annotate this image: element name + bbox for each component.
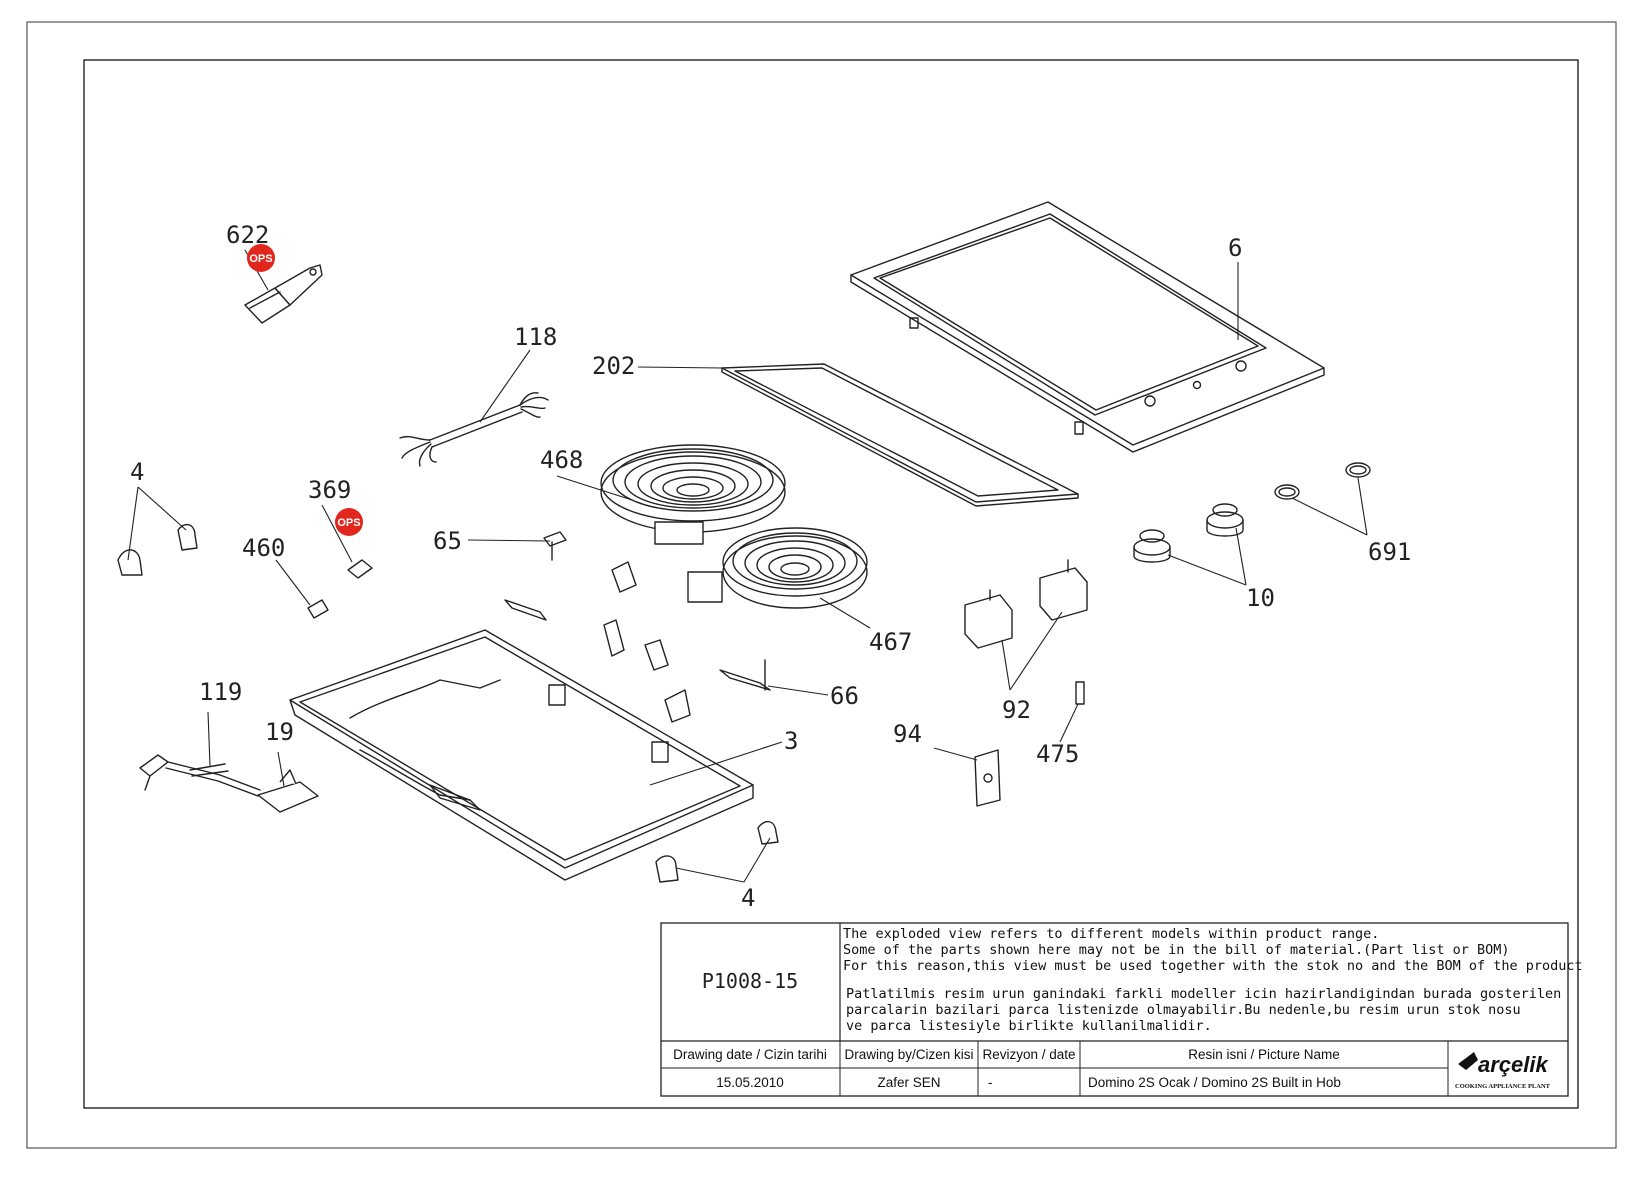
ops-badge-369: OPS: [335, 508, 363, 536]
notice-tr-line-1: Patlatilmis resim urun ganindaki farkli …: [846, 986, 1561, 1002]
radiant-heater-small: [687, 527, 868, 609]
label-6: 6: [1228, 234, 1242, 262]
notice-en-line-1: The exploded view refers to different mo…: [843, 926, 1379, 942]
arcelik-logo: arçelik COOKING APPLIANCE PLANT: [1455, 1052, 1551, 1090]
label-19: 19: [265, 718, 294, 746]
leader-lines: [127, 249, 1368, 883]
header-drawing-by: Drawing by/Cizen kisi: [844, 1047, 973, 1062]
clip-left-top: [177, 523, 198, 551]
label-467: 467: [869, 628, 912, 656]
logo-mark-icon: [1458, 1052, 1478, 1070]
header-picture-name: Resin isni / Picture Name: [1188, 1047, 1340, 1062]
clip-left-bottom: [117, 549, 143, 576]
ops-badge-622: OPS: [247, 244, 275, 272]
label-66: 66: [830, 682, 859, 710]
inner-frame: [83, 59, 1579, 1109]
label-202: 202: [592, 352, 635, 380]
label-10: 10: [1246, 584, 1275, 612]
control-knob-right: [1206, 503, 1244, 537]
notice-en-line-3: For this reason,this view must be used t…: [843, 958, 1583, 974]
label-65: 65: [433, 527, 462, 555]
radiant-heater-large: [600, 444, 786, 545]
clip-right-bottom: [655, 855, 679, 883]
bracket-65: [543, 531, 567, 561]
title-block: P1008-15 The exploded view refers to dif…: [660, 922, 1583, 1097]
gasket-frame: [721, 363, 1079, 507]
energy-regulator-right: [1039, 559, 1088, 621]
control-knob-left: [1133, 529, 1171, 563]
notice-en-line-2: Some of the parts shown here may not be …: [843, 942, 1509, 958]
header-revision: Revizyon / date: [982, 1047, 1075, 1062]
svg-text:OPS: OPS: [337, 517, 360, 529]
power-cord: [139, 754, 261, 797]
knob-ring-right: [1345, 462, 1371, 478]
label-691: 691: [1368, 538, 1411, 566]
clip-right-top: [757, 821, 779, 845]
label-92: 92: [1002, 696, 1031, 724]
label-468: 468: [540, 446, 583, 474]
label-3: 3: [784, 727, 798, 755]
bottom-tray: [289, 629, 754, 881]
notice-tr-line-2: parcalarin bazilari parca listenizde olm…: [846, 1002, 1521, 1018]
label-4-bottom: 4: [741, 884, 755, 912]
terminal-block: [257, 769, 319, 813]
value-drawing-date: 15.05.2010: [716, 1075, 784, 1090]
value-revision: -: [988, 1075, 993, 1090]
label-475: 475: [1036, 740, 1079, 768]
label-4-top: 4: [130, 458, 144, 486]
mounting-plate: [974, 749, 1001, 807]
label-94: 94: [893, 720, 922, 748]
heater-brackets: [504, 561, 691, 723]
label-460: 460: [242, 534, 285, 562]
svg-text:OPS: OPS: [249, 253, 272, 265]
scraper-tool: [244, 264, 323, 324]
bracket-66: [719, 659, 771, 691]
clip-460: [307, 599, 329, 619]
clip-369: [347, 559, 373, 579]
glass-top-panel: [850, 201, 1325, 453]
logo-brand: arçelik: [1478, 1052, 1549, 1077]
drawing-code: P1008-15: [702, 969, 798, 993]
label-118: 118: [514, 323, 557, 351]
notice-tr-line-3: ve parca listesiyle birlikte kullanilmal…: [846, 1018, 1212, 1034]
energy-regulator-left: [964, 589, 1013, 649]
header-drawing-date: Drawing date / Cizin tarihi: [673, 1047, 827, 1062]
value-picture-name: Domino 2S Ocak / Domino 2S Built in Hob: [1088, 1075, 1341, 1090]
label-119: 119: [199, 678, 242, 706]
knob-ring-left: [1274, 484, 1300, 500]
wire-harness: [399, 392, 549, 467]
outer-frame: [26, 21, 1617, 1149]
label-369: 369: [308, 476, 351, 504]
logo-tagline: COOKING APPLIANCE PLANT: [1455, 1083, 1551, 1090]
value-drawing-by: Zafer SEN: [877, 1075, 940, 1090]
indicator-lamp: [1075, 681, 1085, 705]
